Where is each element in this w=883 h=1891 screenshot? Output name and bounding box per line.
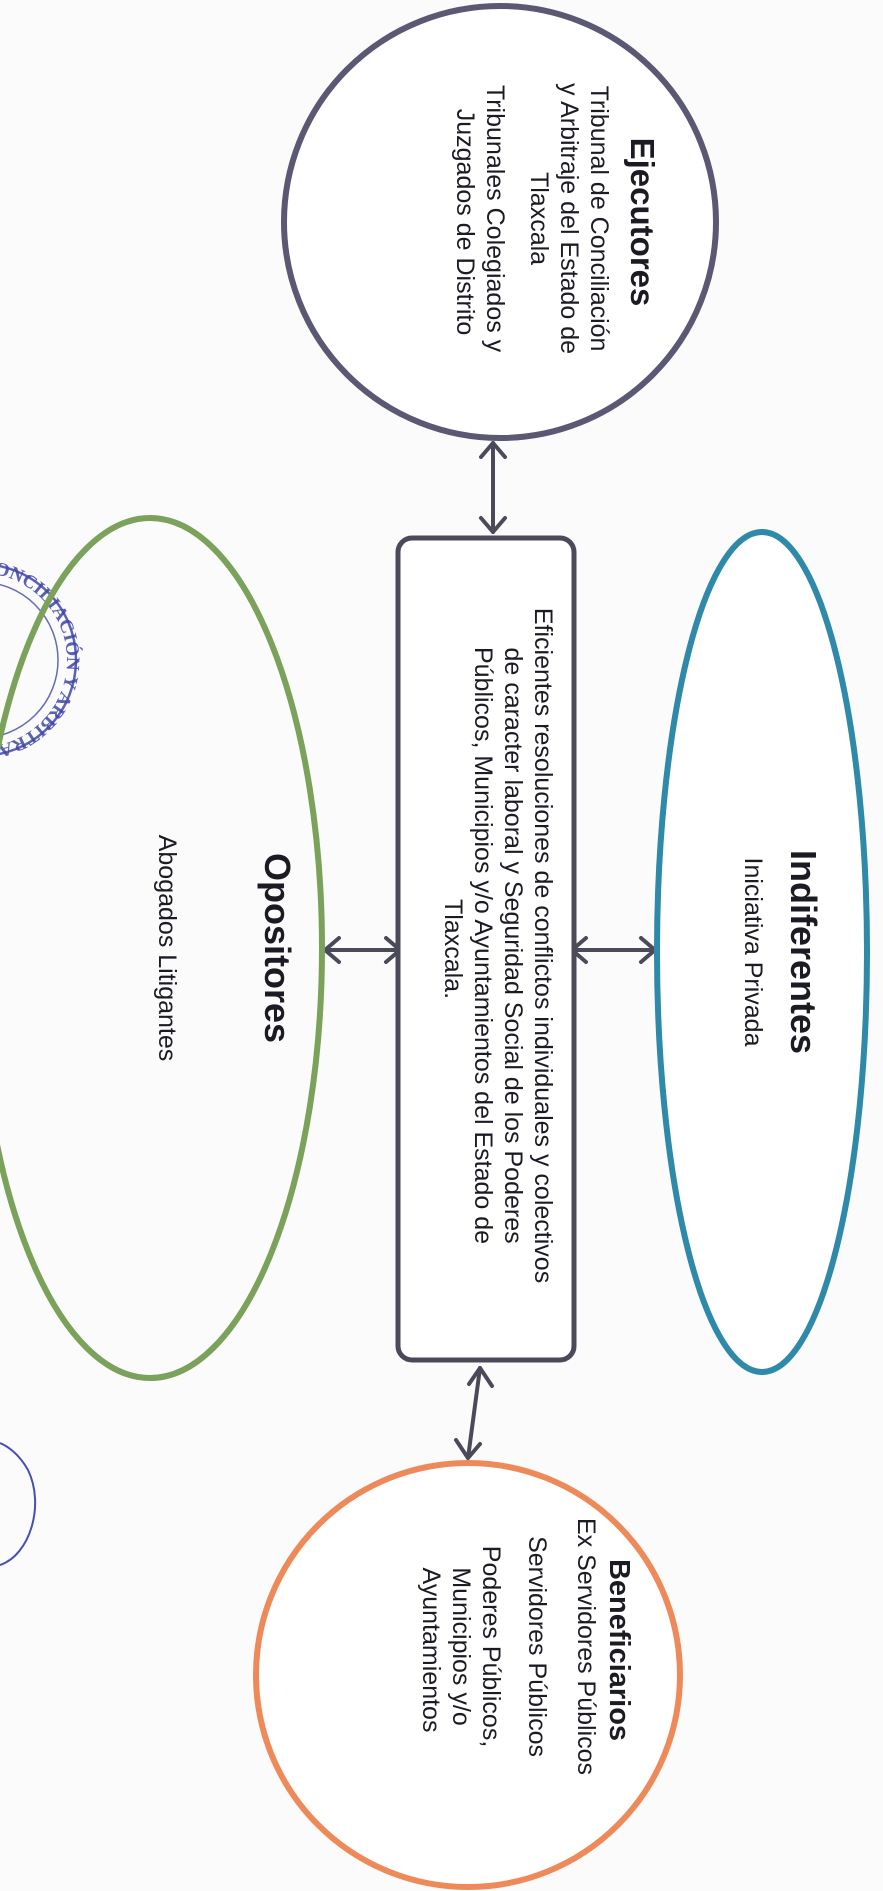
svg-text:Eficientes resoluciones de con: Eficientes resoluciones de conflictos in… — [439, 608, 557, 1290]
beneficiarios-line-1: Ex Servidores Públicos — [572, 1518, 600, 1775]
indiferentes-title: Indiferentes — [783, 850, 824, 1054]
ejecutores-line-4: Tribunales Colegiados y — [481, 85, 509, 353]
center-line-2: de caracter laboral y Seguridad Social d… — [499, 647, 527, 1243]
beneficiarios-node: Beneficiarios Ex Servidores Públicos Ser… — [253, 1460, 683, 1890]
beneficiarios-line-2: Servidores Públicos — [523, 1536, 551, 1757]
center-box — [395, 535, 577, 1363]
svg-text:Tribunal de Conciliación: Tribunal de Conciliación y Arbitraje del… — [451, 83, 613, 361]
opositores-ellipse — [0, 515, 325, 1381]
ejecutores-line-1: Tribunal de Conciliación — [585, 86, 613, 352]
svg-text:CONCILIACIÓN Y ARBITRAJE · EST: CONCILIACIÓN Y ARBITRAJE · ESTADOS UNIDO… — [0, 0, 84, 763]
beneficiarios-line-4: Municipios y/o — [447, 1567, 475, 1725]
stamp-outer-ring — [0, 564, 78, 756]
arrow-opositores — [323, 936, 402, 964]
pen-mark — [0, 1442, 37, 1566]
beneficiarios-line-5: Ayuntamientos — [417, 1568, 445, 1733]
center-objective: Eficientes resoluciones de conflictos in… — [395, 535, 577, 1363]
arrow-beneficiarios — [454, 1366, 494, 1460]
center-line-4: Tlaxcala. — [439, 899, 467, 999]
official-stamp: CONCILIACIÓN Y ARBITRAJE · ESTADOS UNIDO… — [0, 0, 84, 763]
beneficiarios-line-3: Poderes Públicos, — [477, 1546, 505, 1748]
arrow-indiferentes — [570, 936, 657, 964]
indiferentes-line-1: Iniciativa Privada — [739, 858, 767, 1047]
ejecutores-circle — [281, 3, 719, 441]
center-line-3: Públicos, Municipios y/o Ayuntamientos d… — [469, 647, 497, 1244]
stamp-inner-ring — [0, 583, 59, 737]
beneficiarios-title: Beneficiarios — [603, 1559, 635, 1741]
indiferentes-node: Indiferentes Iniciativa Privada — [654, 529, 870, 1375]
beneficiarios-circle — [253, 1460, 683, 1890]
ejecutores-title: Ejecutores — [624, 138, 661, 307]
indiferentes-ellipse — [654, 529, 870, 1375]
stamp-text: CONCILIACIÓN Y ARBITRAJE · ESTADOS UNIDO… — [0, 0, 84, 763]
opositores-node: Opositores Abogados Litigantes — [0, 515, 325, 1381]
arrow-ejecutores — [479, 441, 507, 534]
ejecutores-line-5: Juzgados de Distrito — [451, 109, 479, 336]
ejecutores-line-2: y Arbitraje del Estado de — [555, 83, 583, 354]
svg-text:Ex Servidores Públicos: Ex Servidores Públicos Servidores Públic… — [417, 1518, 600, 1782]
ejecutores-line-3: Tlaxcala — [525, 172, 553, 265]
center-line-1: Eficientes resoluciones de conflictos in… — [529, 608, 557, 1283]
ejecutores-node: Ejecutores Tribunal de Conciliación y Ar… — [281, 3, 719, 441]
opositores-line-1: Abogados Litigantes — [153, 835, 181, 1062]
opositores-title: Opositores — [257, 853, 298, 1043]
